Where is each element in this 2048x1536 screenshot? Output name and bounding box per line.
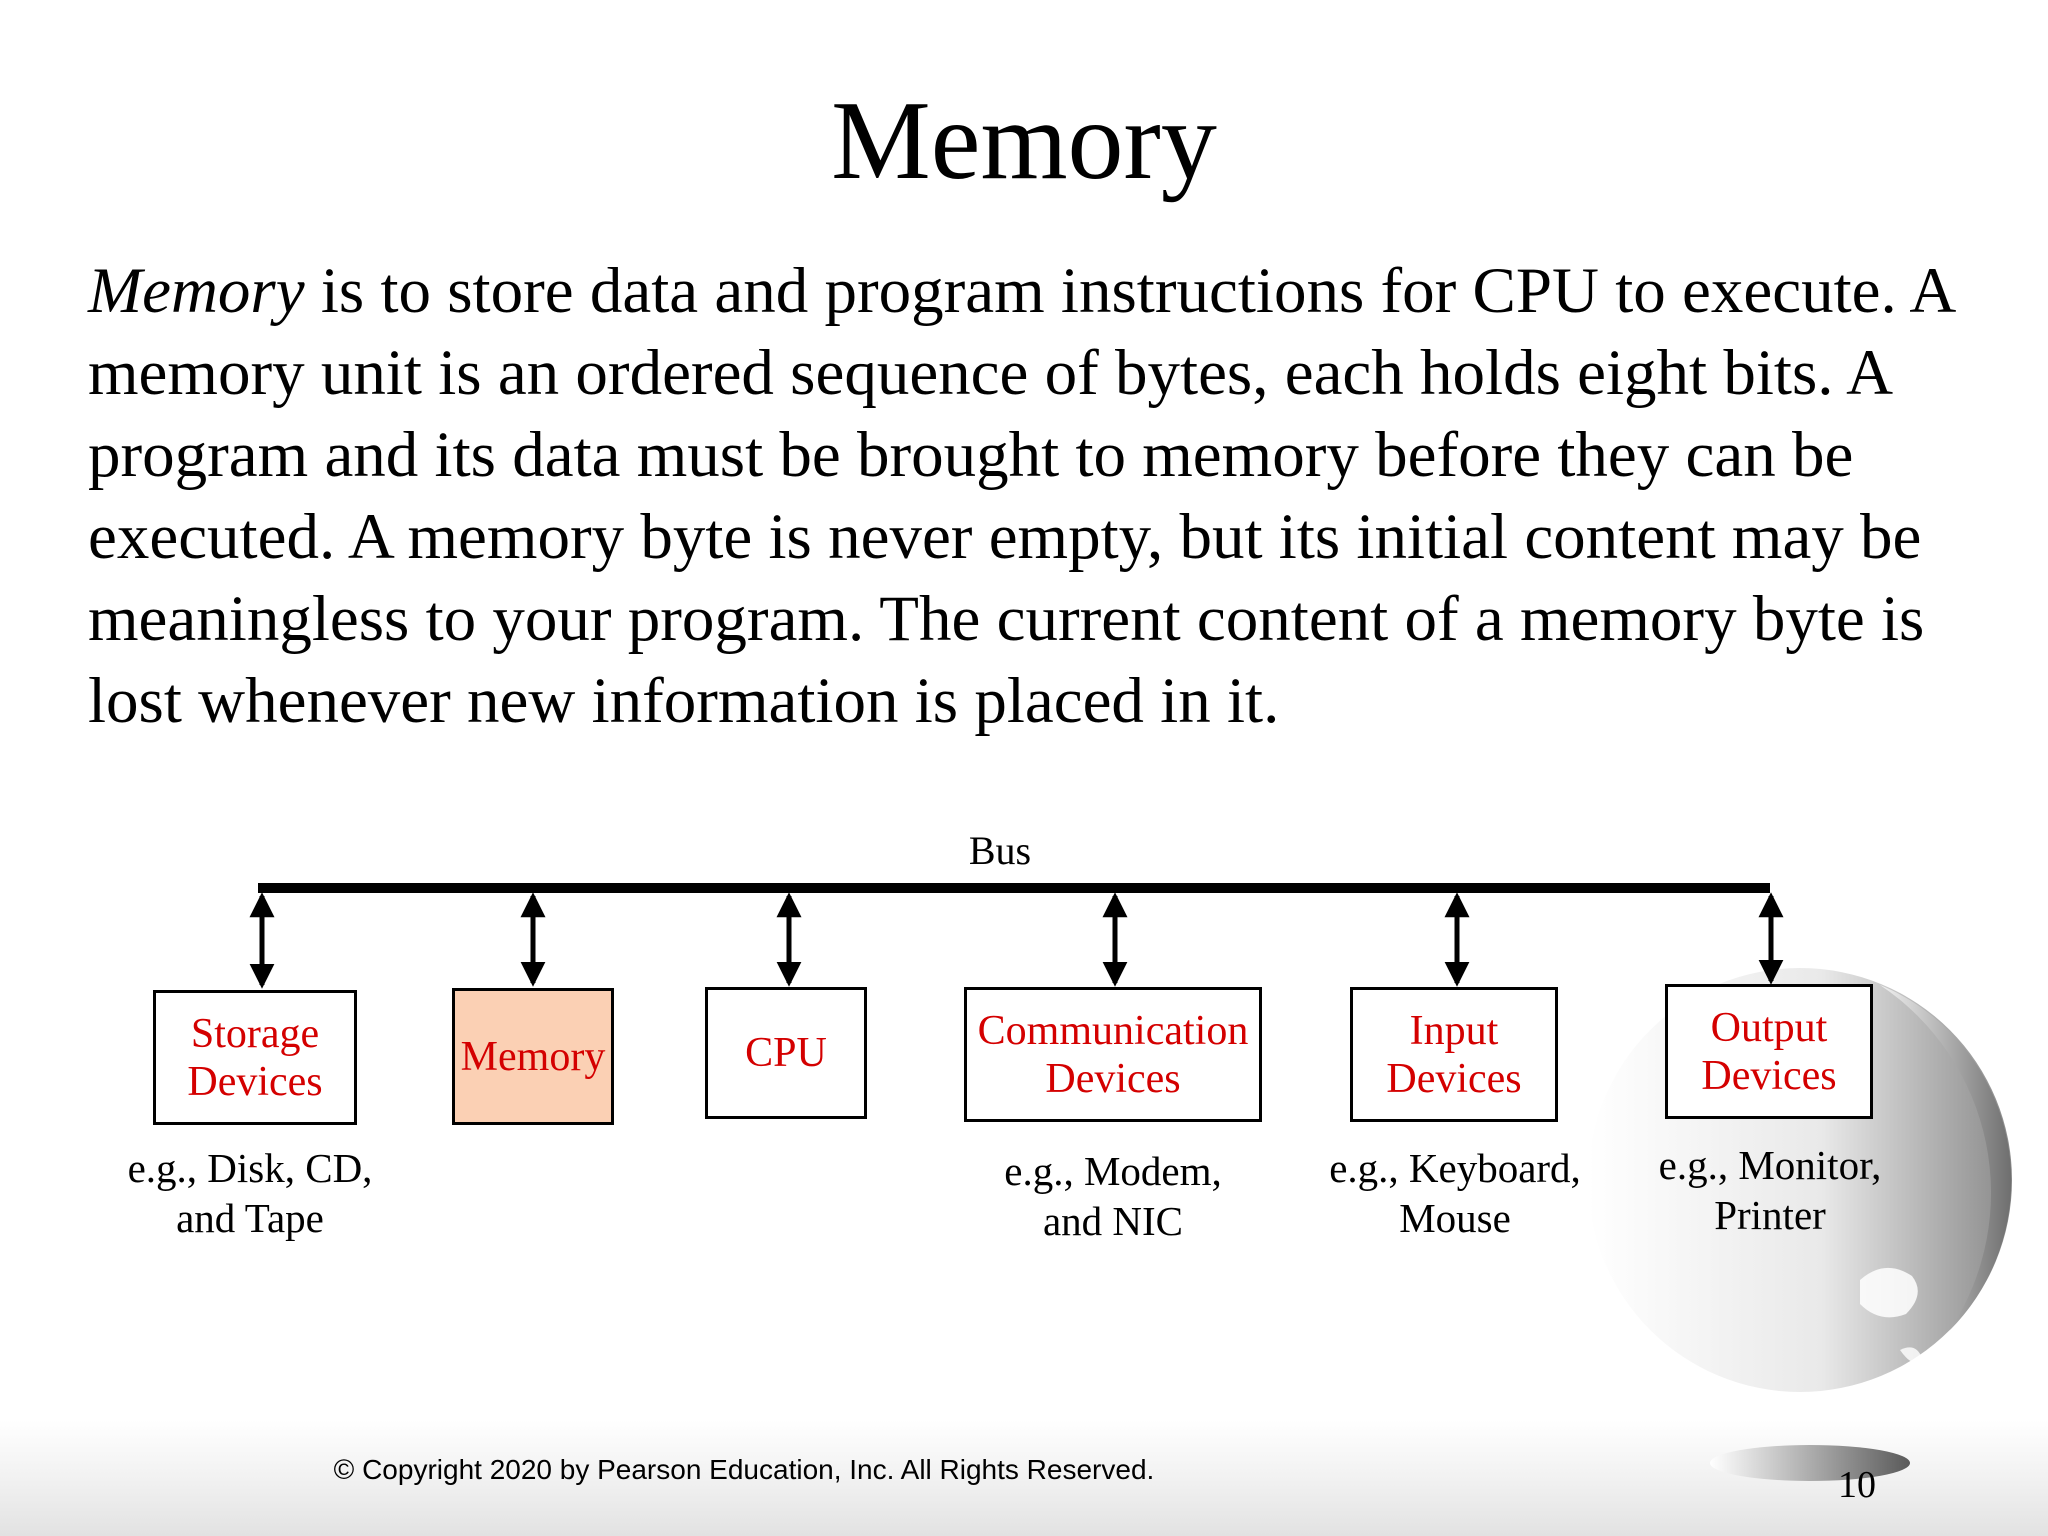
paragraph-text: is to store data and program instruction…	[88, 255, 1953, 737]
output-line2: Devices	[1701, 1052, 1837, 1099]
copyright-notice: © Copyright 2020 by Pearson Education, I…	[333, 1454, 1155, 1485]
input-example-line1: e.g., Keyboard,	[1329, 1145, 1581, 1191]
storage-line2: Devices	[187, 1058, 323, 1105]
input-example: e.g., Keyboard, Mouse	[1300, 1143, 1610, 1243]
communication-line2: Devices	[1045, 1055, 1181, 1102]
output-line1: Output	[1710, 1004, 1828, 1051]
memory-term: Memory	[88, 255, 305, 327]
storage-example: e.g., Disk, CD, and Tape	[100, 1143, 400, 1243]
storage-line1: Storage	[190, 1010, 320, 1057]
memory-box: Memory	[452, 988, 614, 1125]
bus-label: Bus	[968, 828, 1032, 873]
slide-title: Memory	[831, 79, 1217, 203]
memory-line1: Memory	[460, 1033, 606, 1080]
output-example-line2: Printer	[1714, 1192, 1826, 1238]
output-example-line1: e.g., Monitor,	[1658, 1142, 1882, 1188]
cpu-line1: CPU	[745, 1030, 827, 1076]
storage-example-line2: and Tape	[176, 1195, 324, 1241]
communication-example: e.g., Modem, and NIC	[960, 1146, 1266, 1246]
bus-line	[258, 883, 1770, 893]
communication-example-line1: e.g., Modem,	[1004, 1148, 1222, 1194]
input-line1: Input	[1409, 1007, 1499, 1054]
input-line2: Devices	[1386, 1055, 1522, 1102]
communication-example-line2: and NIC	[1042, 1198, 1184, 1244]
page-number: 10	[1838, 1464, 1876, 1506]
body-paragraph: Memory is to store data and program inst…	[88, 250, 1988, 742]
input-example-line2: Mouse	[1399, 1195, 1511, 1241]
storage-example-line1: e.g., Disk, CD,	[127, 1145, 373, 1191]
footer-band	[0, 1420, 2048, 1536]
cpu-box: CPU	[705, 987, 867, 1119]
output-example: e.g., Monitor, Printer	[1640, 1140, 1900, 1240]
communication-line1: Communication	[977, 1007, 1249, 1054]
